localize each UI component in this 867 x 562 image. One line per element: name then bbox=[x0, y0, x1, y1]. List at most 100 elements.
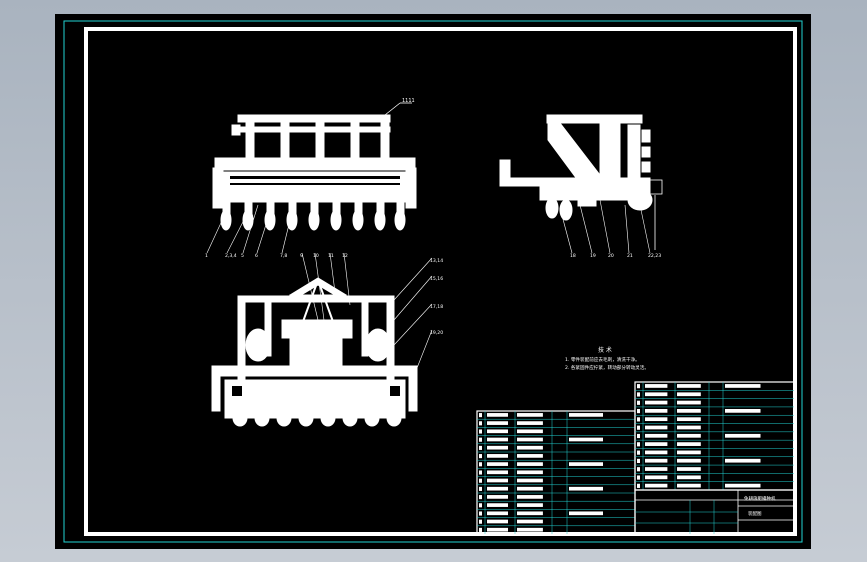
table-cell-mark bbox=[645, 458, 668, 463]
side-view bbox=[499, 114, 663, 250]
table-cell-mark bbox=[517, 413, 543, 417]
table-cell-mark bbox=[479, 429, 482, 434]
table-cell-mark bbox=[487, 486, 508, 491]
table-cell-mark bbox=[487, 470, 508, 475]
technical-requirements: 技 术 1. 零件装配前应去毛刺，清洗干净。 2. 各紧固件应拧紧，转动部分转动… bbox=[565, 346, 649, 371]
table-cell-mark bbox=[725, 409, 761, 413]
table-cell-mark bbox=[569, 486, 603, 491]
table-cell-mark bbox=[517, 445, 543, 450]
callout-leader bbox=[329, 252, 337, 301]
callout-label: 22,23 bbox=[648, 253, 661, 259]
callout-leader bbox=[393, 275, 433, 321]
table-cell-mark bbox=[725, 384, 761, 388]
table-cell-mark bbox=[517, 478, 543, 483]
table-cell-mark bbox=[479, 519, 482, 524]
table-cell-mark bbox=[645, 483, 668, 488]
table-cell-mark bbox=[677, 425, 701, 430]
callout-label: 13,14 bbox=[430, 258, 443, 264]
callout-label: 19,20 bbox=[430, 330, 443, 336]
table-cell-mark bbox=[479, 421, 482, 426]
table-cell-mark bbox=[517, 519, 543, 524]
table-cell-mark bbox=[637, 458, 640, 463]
top-view bbox=[211, 277, 418, 427]
table-cell-mark bbox=[645, 475, 668, 480]
table-cell-mark bbox=[487, 421, 508, 425]
tech-req-line-1: 1. 零件装配前应去毛刺，清洗干净。 bbox=[565, 356, 640, 363]
table-cell-mark bbox=[645, 417, 668, 422]
callout-leader bbox=[639, 204, 651, 254]
callout-label: 12 bbox=[342, 253, 348, 259]
callout-leader bbox=[559, 207, 573, 254]
callout-leader bbox=[242, 204, 259, 254]
table-cell-mark bbox=[479, 470, 482, 475]
tech-req-line-2: 2. 各紧固件应拧紧，转动部分转动灵活。 bbox=[565, 364, 649, 371]
table-cell-mark bbox=[517, 437, 543, 442]
table-cell-mark bbox=[637, 467, 640, 472]
table-cell-mark bbox=[645, 450, 668, 455]
table-cell-mark bbox=[637, 475, 640, 480]
table-cell-mark bbox=[637, 425, 640, 430]
table-cell-mark bbox=[645, 467, 668, 471]
table-cell-mark bbox=[677, 433, 701, 438]
front-opener bbox=[220, 199, 232, 231]
front-opener bbox=[308, 199, 320, 231]
table-cell-mark bbox=[487, 519, 508, 524]
front-opener bbox=[264, 199, 276, 231]
table-cell-mark bbox=[569, 462, 603, 466]
table-cell-mark bbox=[487, 413, 508, 417]
table-cell-mark bbox=[569, 511, 603, 516]
callout-leader bbox=[256, 211, 271, 254]
table-cell-mark bbox=[677, 467, 701, 471]
title-block: 免耕施肥播种机 装配图 bbox=[634, 489, 795, 535]
callout-leader bbox=[599, 199, 611, 254]
table-cell-mark bbox=[517, 429, 543, 434]
callout-leader bbox=[343, 252, 351, 306]
callout-leader bbox=[281, 211, 293, 254]
table-cell-mark bbox=[637, 442, 640, 447]
table-cell-mark bbox=[479, 495, 482, 500]
front-opener bbox=[330, 199, 342, 231]
table-cell-mark bbox=[479, 454, 482, 459]
table-cell-mark bbox=[645, 433, 668, 438]
drawing-border bbox=[84, 27, 797, 536]
table-cell-mark bbox=[487, 437, 508, 442]
table-cell-mark bbox=[479, 527, 482, 532]
title-block-title: 免耕施肥播种机 bbox=[744, 495, 776, 502]
table-cell-mark bbox=[479, 503, 482, 508]
table-cell-mark bbox=[637, 433, 640, 439]
table-cell-mark bbox=[645, 392, 668, 397]
table-cell-mark bbox=[479, 486, 482, 491]
callout-label: 18 bbox=[570, 253, 576, 259]
callout-label: 9 bbox=[300, 253, 303, 259]
table-cell-mark bbox=[637, 483, 640, 488]
table-cell-mark bbox=[517, 503, 543, 507]
table-cell-mark bbox=[677, 409, 701, 413]
front-opener bbox=[242, 199, 254, 231]
table-cell-mark bbox=[517, 486, 543, 491]
callout-leader bbox=[624, 204, 630, 254]
front-callout-top: 1111 bbox=[402, 98, 415, 104]
callout-leader bbox=[301, 252, 319, 321]
table-cell-mark bbox=[479, 445, 482, 450]
callout-label: 11 bbox=[328, 253, 334, 259]
tech-req-title: 技 术 bbox=[598, 346, 612, 354]
callout-label: 5 bbox=[241, 253, 244, 259]
table-cell-mark bbox=[637, 450, 640, 455]
table-cell-mark bbox=[677, 450, 701, 455]
table-cell-mark bbox=[637, 400, 640, 405]
table-cell-mark bbox=[637, 392, 640, 397]
table-cell-mark bbox=[479, 478, 482, 483]
table-cell-mark bbox=[487, 462, 508, 466]
table-cell-mark bbox=[487, 503, 508, 507]
table-cell-mark bbox=[479, 462, 482, 467]
callout-leader bbox=[226, 211, 249, 254]
table-cell-mark bbox=[677, 384, 701, 388]
table-cell-mark bbox=[645, 384, 668, 388]
table-cell-mark bbox=[637, 417, 640, 422]
callout-leader bbox=[393, 303, 433, 346]
callout-label: 21 bbox=[627, 253, 633, 259]
parts-list-right bbox=[634, 381, 795, 491]
table-cell-mark bbox=[479, 437, 482, 442]
table-cell-mark bbox=[637, 409, 640, 414]
